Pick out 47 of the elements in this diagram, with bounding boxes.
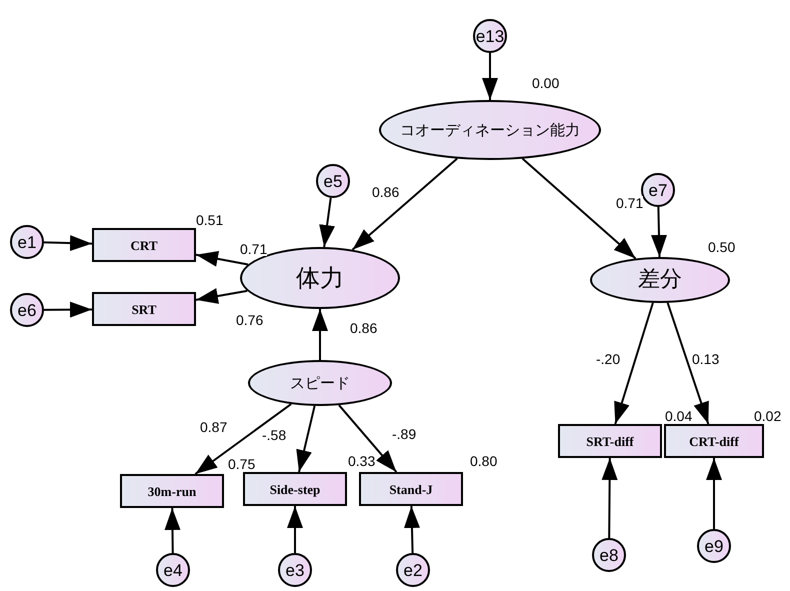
arrow	[482, 53, 498, 100]
arrow	[614, 302, 654, 424]
edge-label: 0.13	[692, 352, 720, 366]
arrow	[404, 506, 420, 554]
edge-label: 0.87	[200, 420, 228, 434]
estimate-value: 0.04	[665, 409, 692, 423]
arrow	[196, 250, 248, 267]
observed-box: Stand-J	[359, 472, 463, 506]
edge-label: 0.76	[236, 313, 264, 327]
estimate-value: 0.75	[228, 457, 256, 471]
estimate-value: 0.80	[470, 454, 498, 468]
estimate-value: 0.00	[532, 76, 560, 90]
edge-label: 0.71	[616, 196, 644, 210]
latent-ellipse: スピード	[248, 360, 392, 406]
arrow	[338, 404, 398, 473]
observed-box: SRT-diff	[558, 424, 662, 458]
observed-box: SRT	[92, 292, 196, 326]
edge-label: -.89	[392, 427, 416, 441]
arrow	[287, 506, 303, 553]
arrow	[312, 309, 328, 360]
observed-box: Side-step	[243, 472, 347, 506]
arrow	[666, 302, 710, 424]
edge-label: -.20	[596, 352, 620, 366]
edge-label: 0.86	[350, 321, 378, 335]
arrow	[194, 403, 292, 475]
arrow	[44, 235, 92, 252]
observed-box: CRT-diff	[664, 424, 764, 458]
arrow	[164, 508, 180, 554]
edge-label: 0.71	[240, 242, 268, 256]
observed-box: 30m-run	[120, 474, 224, 508]
arrow	[706, 458, 722, 529]
arrow	[602, 458, 618, 538]
arrow	[296, 406, 316, 472]
arrow	[651, 206, 667, 258]
arrow	[319, 198, 335, 248]
edge-label: -.58	[262, 428, 286, 442]
estimate-value: 0.51	[196, 213, 224, 227]
estimate-value: 0.33	[348, 454, 376, 468]
arrow	[522, 158, 636, 260]
latent-ellipse: 差分	[590, 257, 730, 303]
edge-label: 0.86	[372, 185, 400, 199]
arrow	[44, 302, 92, 318]
estimate-value: 0.50	[708, 240, 736, 254]
arrow	[196, 288, 248, 304]
latent-ellipse: コオーディネーション能力	[379, 100, 601, 160]
estimate-value: 0.02	[754, 409, 782, 423]
observed-box: CRT	[92, 228, 196, 262]
